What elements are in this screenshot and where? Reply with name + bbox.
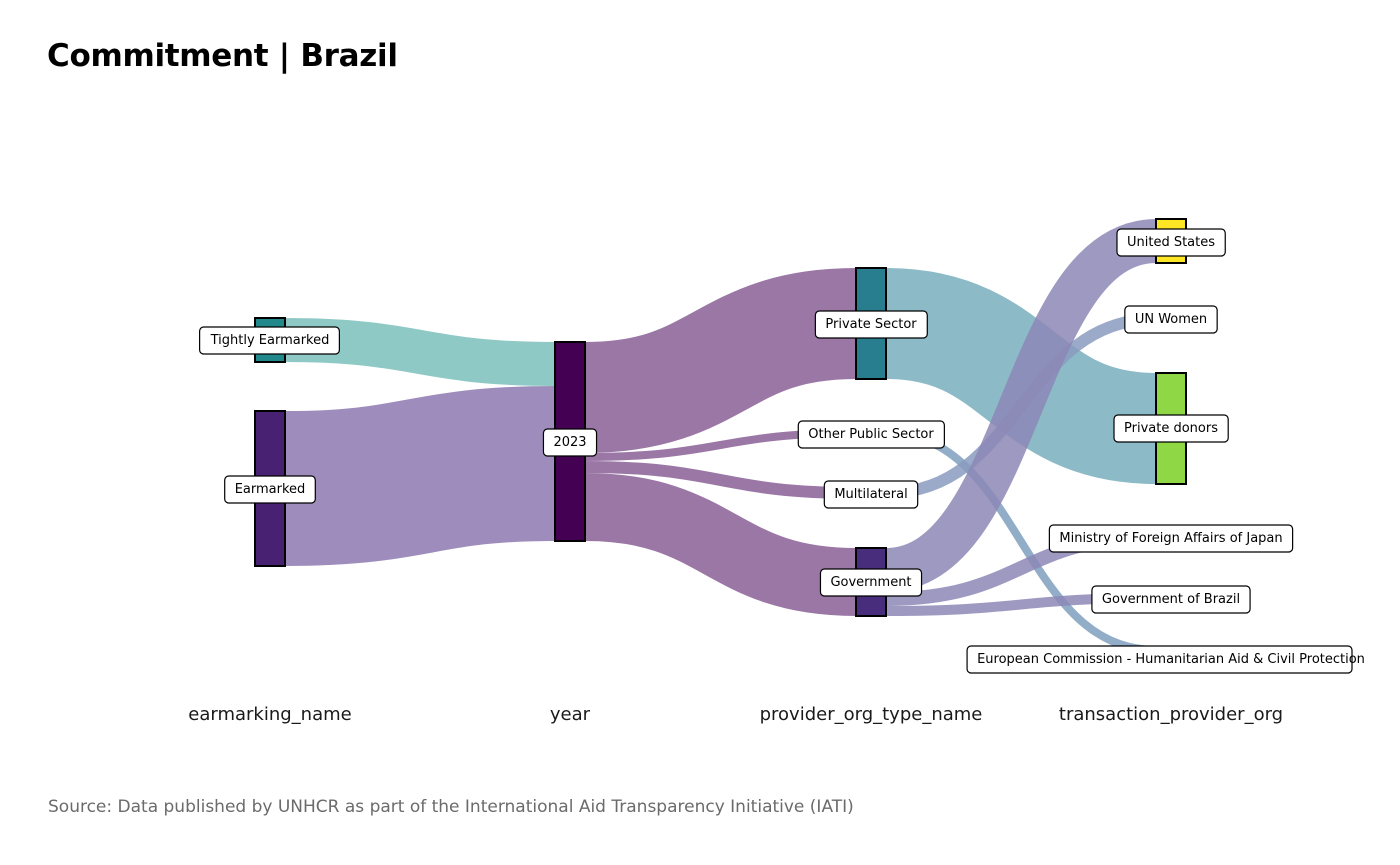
svg-text:Earmarked: Earmarked (235, 482, 306, 497)
link-gov-us (884, 219, 1158, 592)
svg-text:European Commission - Humanita: European Commission - Humanitarian Aid &… (977, 652, 1365, 667)
axis-label-2: provider_org_type_name (760, 704, 983, 725)
axis-label-1: year (550, 704, 591, 725)
nodes-layer (254, 218, 1187, 617)
svg-text:2023: 2023 (553, 435, 586, 450)
svg-text:Government of Brazil: Government of Brazil (1102, 592, 1240, 607)
chart-title: Commitment | Brazil (47, 38, 398, 74)
links-layer (284, 219, 1158, 654)
node-label-gov: Government (819, 568, 923, 597)
node-label-unwomen: UN Women (1124, 305, 1218, 334)
node-label-otherpub: Other Public Sector (797, 420, 945, 449)
link-y2023-gov (584, 473, 857, 616)
link-y2023-multi (584, 461, 857, 499)
node-label-echo: European Commission - Humanitarian Aid &… (966, 645, 1365, 674)
svg-text:Other Public Sector: Other Public Sector (808, 427, 934, 442)
node-label-earmarked: Earmarked (224, 475, 316, 504)
svg-text:Private Sector: Private Sector (825, 317, 917, 332)
svg-text:Private donors: Private donors (1124, 421, 1218, 436)
svg-text:United States: United States (1127, 235, 1215, 250)
svg-text:UN Women: UN Women (1135, 312, 1207, 327)
axis-label-3: transaction_provider_org (1059, 704, 1283, 725)
node-label-private: Private Sector (814, 310, 928, 339)
axis-label-0: earmarking_name (188, 704, 351, 725)
svg-text:Tightly Earmarked: Tightly Earmarked (210, 333, 330, 348)
link-y2023-private (583, 268, 858, 453)
svg-text:Multilateral: Multilateral (834, 487, 907, 502)
node-label-privdonors: Private donors (1113, 414, 1229, 443)
svg-text:Ministry of Foreign Affairs of: Ministry of Foreign Affairs of Japan (1059, 531, 1282, 546)
node-label-us: United States (1116, 228, 1226, 257)
node-label-y2023: 2023 (542, 428, 598, 457)
node-label-multi: Multilateral (823, 480, 919, 509)
svg-text:Government: Government (830, 575, 911, 590)
node-label-japan: Ministry of Foreign Affairs of Japan (1048, 524, 1294, 553)
source-caption: Source: Data published by UNHCR as part … (48, 797, 854, 817)
node-label-tightly: Tightly Earmarked (199, 326, 340, 355)
node-label-govbrazil: Government of Brazil (1091, 585, 1251, 614)
link-earmarked-y2023 (284, 386, 556, 566)
axis-labels: earmarking_name year provider_org_type_nam… (188, 704, 1283, 725)
